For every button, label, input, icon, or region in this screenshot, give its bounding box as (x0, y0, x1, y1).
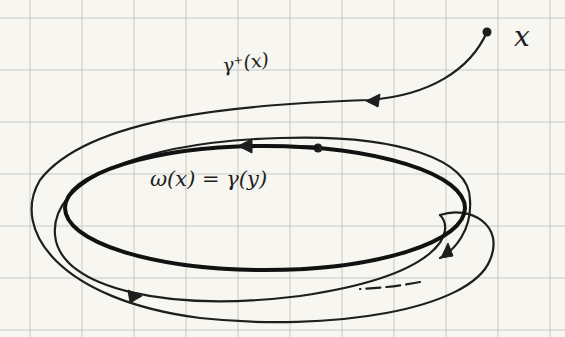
arrowheads (128, 94, 453, 303)
limit-cycle (65, 146, 465, 270)
flow-mark (252, 146, 318, 147)
orbit-label: γ⁺(x) (221, 49, 270, 76)
point-label: x (514, 22, 530, 53)
trajectory (32, 32, 494, 322)
start-point (483, 28, 492, 37)
limit-set-label: ω(x) = γ(y) (150, 168, 267, 191)
